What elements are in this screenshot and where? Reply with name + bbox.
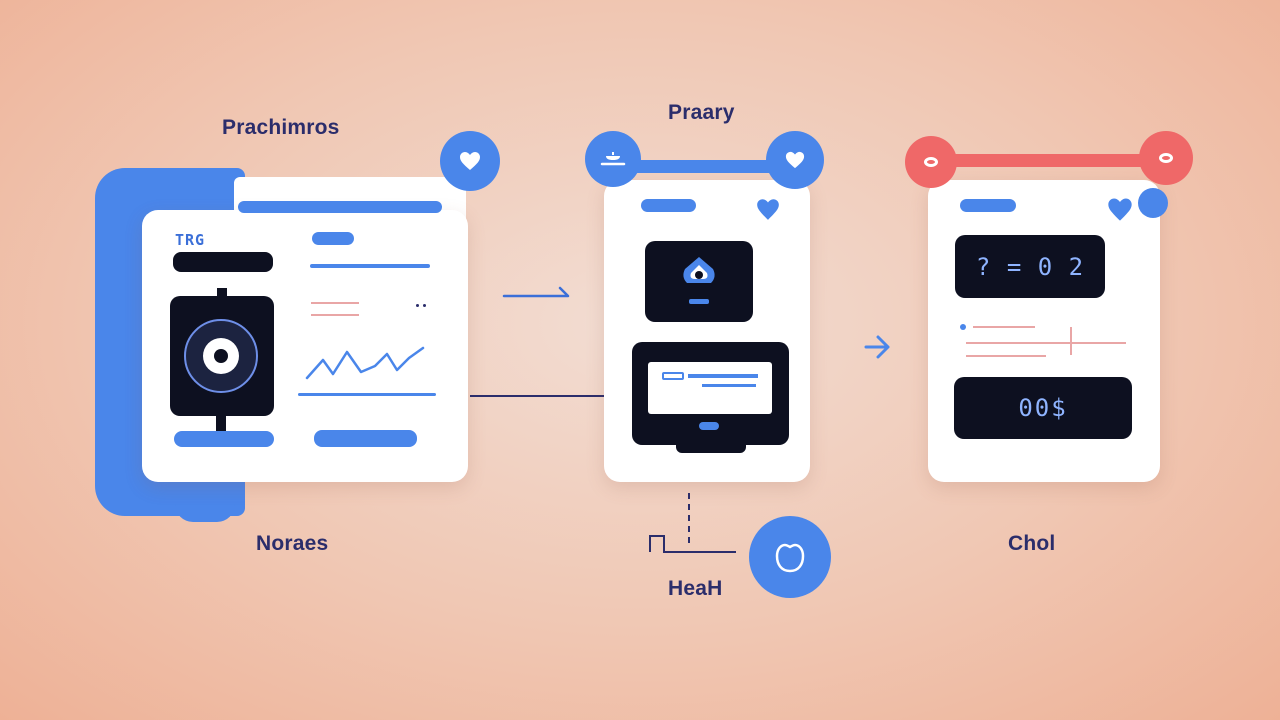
ring-icon (1159, 153, 1173, 163)
step-connector (649, 535, 736, 553)
card1-heart-badge[interactable] (440, 131, 500, 191)
monitor-window-icon (662, 372, 684, 380)
ring-icon (924, 157, 938, 167)
card3-thin-1 (973, 326, 1035, 328)
card3-display-top: ? = 0 2 (955, 235, 1105, 298)
heart-icon (460, 152, 480, 170)
card2-left-badge[interactable] (585, 131, 641, 187)
card1-thin-2 (311, 314, 359, 316)
dashed-connector (688, 493, 690, 543)
card3-chip (960, 199, 1016, 212)
card1-header-bar (238, 201, 442, 213)
card1-button-left[interactable] (174, 431, 274, 447)
monitor-icon (632, 342, 789, 445)
face-icon (775, 543, 805, 573)
card3-tick (1070, 327, 1072, 355)
card2-top-rail (612, 160, 802, 173)
heart-icon (785, 151, 805, 169)
tray-icon (600, 152, 626, 166)
connector-line (470, 395, 604, 397)
card2-chip (641, 199, 696, 212)
card2-heart-badge[interactable] (766, 131, 824, 189)
dial-icon[interactable] (184, 319, 258, 393)
card3-thin-3 (966, 355, 1046, 357)
monitor-display (648, 362, 772, 414)
card3-bullet (960, 324, 966, 330)
wave-sparkline (305, 346, 425, 380)
step1-top-label: Prachimros (222, 116, 340, 139)
step3-bottom-label: Chol (1008, 532, 1056, 555)
cloud-screen (645, 241, 753, 322)
card3-top-rail (940, 154, 1170, 167)
notification-dot[interactable] (1138, 188, 1168, 218)
card3-display-top-text: ? = 0 2 (975, 252, 1085, 281)
monitor-line-2 (702, 384, 756, 387)
card1-dot-2 (423, 304, 426, 307)
dial-pin-bottom (216, 414, 226, 436)
arrow-right-icon (502, 278, 574, 305)
card3-right-badge[interactable] (1139, 131, 1193, 185)
dial-pin-top (217, 288, 227, 300)
card1-baseline (298, 393, 436, 396)
heart-icon[interactable] (1106, 196, 1134, 222)
arrow-right-icon (862, 332, 892, 367)
card1-button-right[interactable] (314, 430, 417, 447)
card3-display-bottom-text: 00$ (1018, 394, 1068, 422)
card1-thin-1 (311, 302, 359, 304)
card1-tag: TRG (175, 231, 206, 249)
card1-chip (312, 232, 354, 245)
card1-dot-1 (416, 304, 419, 307)
monitor-stand (676, 445, 746, 453)
monitor-led (699, 422, 719, 430)
card1-title-bar (173, 252, 273, 272)
step2-face-badge[interactable] (749, 516, 831, 598)
card3-thin-2 (966, 342, 1126, 344)
step2-bottom-label: HeaH (668, 577, 723, 600)
monitor-line-1 (688, 374, 758, 378)
cloud-icon[interactable] (679, 253, 719, 311)
card3-display-bottom: 00$ (954, 377, 1132, 439)
step1-bottom-label: Noraes (256, 532, 329, 555)
heart-icon[interactable] (755, 197, 781, 221)
card3-left-badge[interactable] (905, 136, 957, 188)
step2-top-label: Praary (668, 101, 735, 124)
card1-rule (310, 264, 430, 268)
